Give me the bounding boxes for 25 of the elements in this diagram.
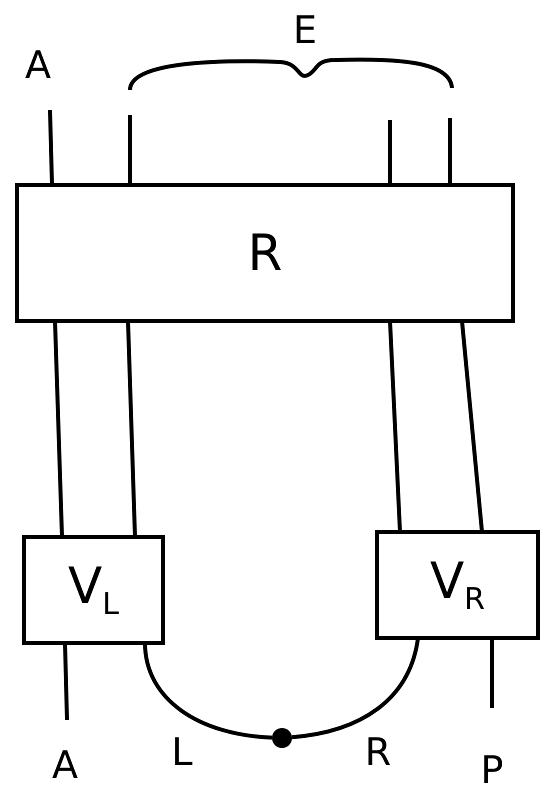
- wire-label: R: [364, 733, 392, 771]
- wire: [48, 110, 54, 186]
- wire: [63, 642, 69, 720]
- process-box: [15, 183, 515, 323]
- node-label: V$_{L}$: [68, 560, 119, 620]
- wire: [53, 320, 64, 538]
- wire: [128, 115, 132, 185]
- node-label: R: [248, 228, 282, 278]
- wire: [460, 320, 484, 532]
- process-box: [22, 535, 165, 645]
- wire: [292, 638, 420, 740]
- wire: [388, 120, 392, 185]
- wire-group-label: E: [293, 11, 317, 49]
- process-box: [375, 530, 540, 640]
- wire-label: A: [52, 746, 78, 784]
- wire: [126, 320, 137, 538]
- wire: [490, 638, 494, 708]
- wire-label: L: [171, 733, 193, 771]
- wire-label: A: [25, 46, 51, 84]
- wire: [143, 642, 272, 740]
- wire: [388, 320, 402, 532]
- node-label: V$_{R}$: [430, 556, 486, 614]
- wire-label: P: [480, 751, 504, 789]
- junction-dot: [272, 728, 292, 748]
- wire: [448, 118, 452, 185]
